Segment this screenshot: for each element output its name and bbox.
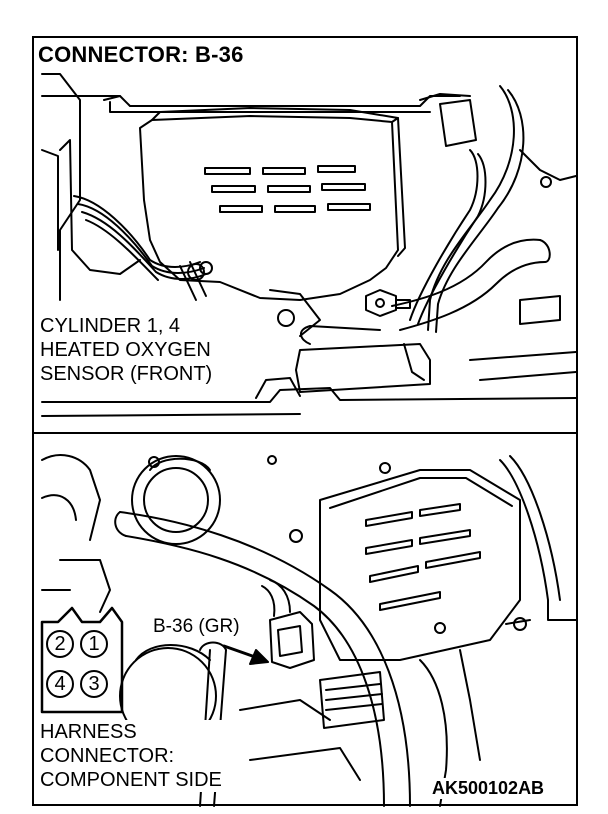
- figure-code: AK500102AB: [430, 778, 547, 799]
- connector-callout: B-36 (GR): [150, 616, 243, 638]
- sensor-label-line-2: HEATED OXYGEN: [40, 339, 211, 361]
- harness-label-line-3: COMPONENT SIDE: [40, 769, 222, 791]
- pin-4: 4: [46, 670, 74, 698]
- bottom-engine-view: [41, 454, 577, 807]
- pin-2: 2: [46, 630, 74, 658]
- pin-1: 1: [80, 630, 108, 658]
- sensor-label: CYLINDER 1, 4 HEATED OXYGEN SENSOR (FRON…: [38, 314, 217, 388]
- connector-arrow: [222, 644, 269, 665]
- sensor-label-line-3: SENSOR (FRONT): [40, 363, 213, 385]
- top-engine-view: [41, 73, 577, 417]
- pin-3: 3: [80, 670, 108, 698]
- harness-label-line-2: CONNECTOR:: [40, 745, 175, 767]
- page-title: CONNECTOR: B-36: [38, 42, 248, 68]
- harness-connector-label: HARNESS CONNECTOR: COMPONENT SIDE: [38, 720, 226, 792]
- sensor-label-line-1: CYLINDER 1, 4: [40, 315, 181, 337]
- panel-divider: [32, 432, 578, 434]
- connector-face-outline: [40, 606, 124, 714]
- harness-label-line-1: HARNESS: [40, 721, 137, 743]
